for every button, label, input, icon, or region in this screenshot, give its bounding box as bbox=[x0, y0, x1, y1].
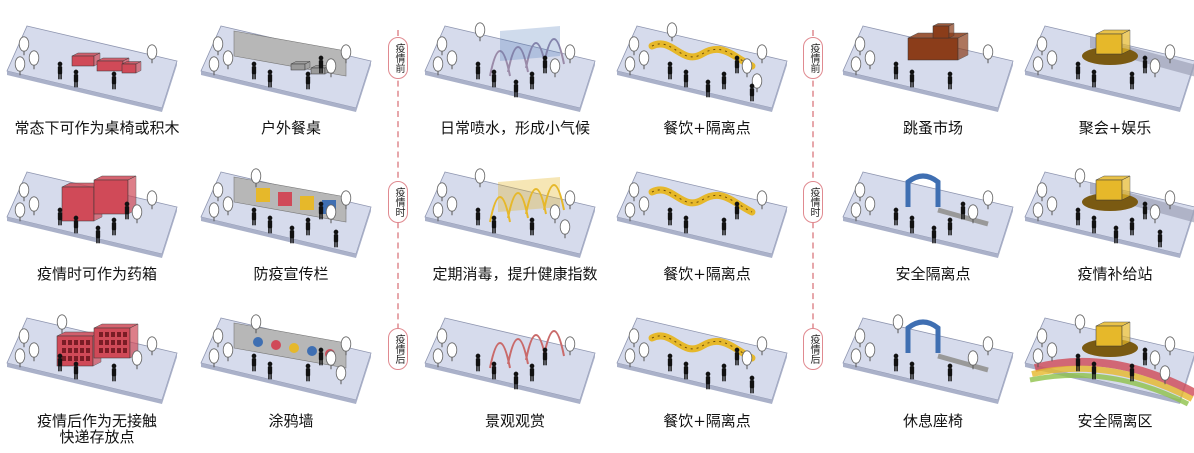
scene-cell: 定期消毒，提升健康指数 bbox=[420, 152, 610, 302]
scene-cell: 安全隔离点 bbox=[838, 152, 1028, 302]
scene-caption: 餐饮+隔离点 bbox=[663, 412, 751, 430]
red-arches-icon bbox=[424, 317, 596, 404]
medicine-box-icon bbox=[6, 171, 178, 258]
poster-wall-icon bbox=[200, 168, 372, 258]
scene-caption: 餐饮+隔离点 bbox=[663, 265, 751, 283]
phase-label: 疫情时 bbox=[388, 181, 408, 223]
scene-cell: 疫情后作为无接触 快递存放点 bbox=[2, 298, 192, 448]
scene-platform bbox=[6, 314, 178, 404]
phase-label: 疫情前 bbox=[803, 37, 823, 79]
scene-caption: 景观观赏 bbox=[484, 412, 545, 430]
scene-cell: 安全隔离区 bbox=[1020, 298, 1194, 448]
scene-platform bbox=[842, 23, 1014, 112]
scene-cell: 餐饮+隔离点 bbox=[612, 6, 802, 156]
phase-label: 疫情前 bbox=[388, 37, 408, 79]
scene-cell: 涂鸦墙 bbox=[196, 298, 386, 448]
kiosk-icon bbox=[1024, 25, 1194, 112]
scene-caption: 定期消毒，提升健康指数 bbox=[432, 265, 598, 283]
kiosk-zone-icon bbox=[1024, 314, 1194, 407]
scene-cell: 日常喷水，形成小气候 bbox=[420, 6, 610, 156]
scene-platform bbox=[616, 317, 788, 404]
scene-platform bbox=[200, 314, 372, 404]
scene-cell: 户外餐桌 bbox=[196, 6, 386, 156]
scene-cell: 餐饮+隔离点 bbox=[612, 298, 802, 448]
red-blocks-icon bbox=[6, 25, 178, 112]
scene-cell: 景观观赏 bbox=[420, 298, 610, 448]
scene-platform bbox=[1024, 25, 1194, 112]
phase-label: 疫情后 bbox=[803, 328, 823, 370]
scene-cell: 休息座椅 bbox=[838, 298, 1028, 448]
scene-cell: 跳蚤市场 bbox=[838, 6, 1028, 156]
mesh-fountain-icon bbox=[424, 22, 596, 112]
scene-cell: 餐饮+隔离点 bbox=[612, 152, 802, 302]
scene-caption: 安全隔离点 bbox=[895, 265, 971, 283]
scene-cell: 聚会+娱乐 bbox=[1020, 6, 1194, 156]
wall-tables-icon bbox=[200, 25, 372, 112]
scene-caption: 疫情补给站 bbox=[1077, 265, 1153, 283]
scene-cell: 疫情补给站 bbox=[1020, 152, 1194, 302]
scene-platform bbox=[1024, 168, 1194, 258]
scene-caption: 安全隔离区 bbox=[1077, 412, 1153, 430]
graffiti-wall-icon bbox=[200, 314, 372, 404]
yellow-mesh-icon bbox=[424, 168, 596, 258]
scene-caption: 户外餐桌 bbox=[260, 119, 321, 137]
serpentine-bench-icon bbox=[616, 22, 788, 112]
scene-platform bbox=[616, 171, 788, 258]
scene-cell: 疫情时可作为药箱 bbox=[2, 152, 192, 302]
scene-caption: 聚会+娱乐 bbox=[1078, 119, 1152, 137]
phase-label: 疫情时 bbox=[803, 181, 823, 223]
scene-platform bbox=[424, 317, 596, 404]
scene-platform bbox=[616, 22, 788, 112]
scene-caption: 疫情时可作为药箱 bbox=[36, 265, 157, 283]
scene-platform bbox=[842, 314, 1014, 404]
scene-caption: 疫情后作为无接触 快递存放点 bbox=[36, 412, 157, 446]
kiosk-icon bbox=[1024, 168, 1194, 258]
scene-platform bbox=[1024, 314, 1194, 407]
scene-platform bbox=[200, 168, 372, 258]
scene-cell: 防疫宣传栏 bbox=[196, 152, 386, 302]
market-stall-icon bbox=[842, 23, 1014, 112]
scene-platform bbox=[424, 22, 596, 112]
scene-platform bbox=[200, 25, 372, 112]
blue-gate-icon bbox=[842, 171, 1014, 258]
scene-caption: 常态下可作为桌椅或积木 bbox=[14, 119, 180, 137]
parcel-locker-icon bbox=[6, 314, 178, 404]
scene-caption: 跳蚤市场 bbox=[902, 119, 963, 137]
scene-caption: 餐饮+隔离点 bbox=[663, 119, 751, 137]
blue-gate-icon bbox=[842, 314, 1014, 404]
serpentine-bench-icon bbox=[616, 317, 788, 404]
serpentine-bench-icon bbox=[616, 171, 788, 258]
scene-cell: 常态下可作为桌椅或积木 bbox=[2, 6, 192, 156]
phase-label: 疫情后 bbox=[388, 328, 408, 370]
scene-platform bbox=[424, 168, 596, 258]
scene-platform bbox=[842, 171, 1014, 258]
scene-caption: 日常喷水，形成小气候 bbox=[439, 119, 590, 137]
scene-caption: 涂鸦墙 bbox=[268, 412, 314, 430]
scene-caption: 休息座椅 bbox=[902, 412, 963, 430]
scene-platform bbox=[6, 171, 178, 258]
scene-platform bbox=[6, 25, 178, 112]
scene-caption: 防疫宣传栏 bbox=[253, 265, 329, 283]
